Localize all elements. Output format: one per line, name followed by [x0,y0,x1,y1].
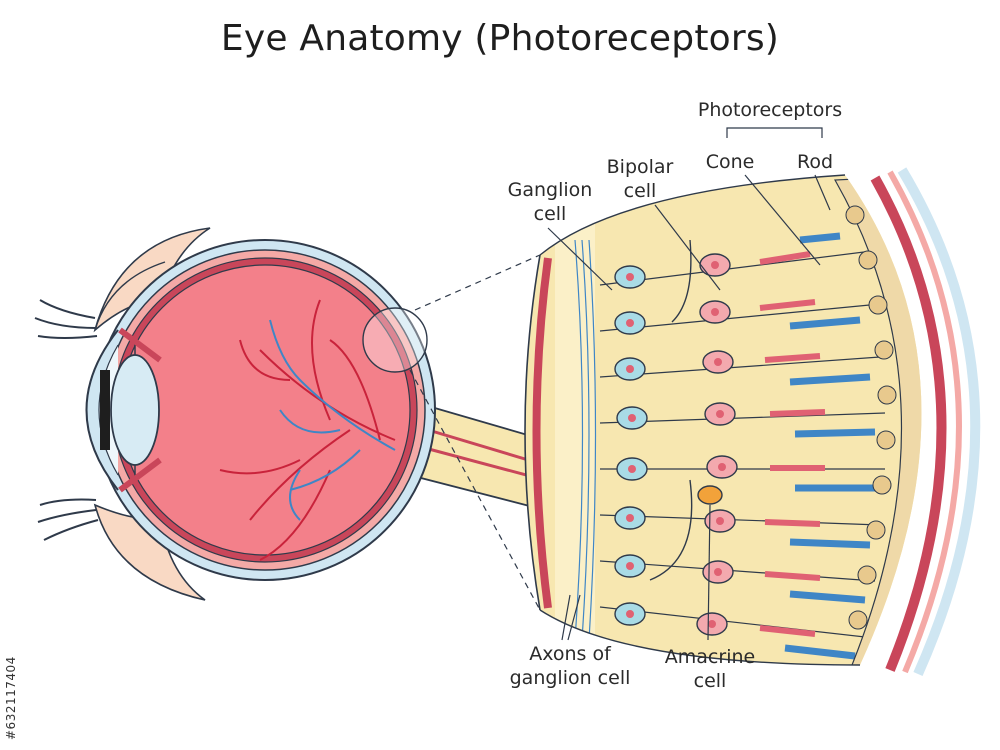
label-ganglion-line1: Ganglion [507,179,593,201]
label-cone: Cone [705,151,755,173]
label-axons-line2: ganglion cell [509,667,631,689]
stock-id-watermark: #632117404 [4,656,18,740]
label-photoreceptors: Photoreceptors [697,99,843,121]
amacrine-cell [697,485,723,505]
label-axons-of-ganglion-cell: Axons of ganglion cell [495,642,645,690]
retinal-blood-vessels [219,299,396,561]
label-bipolar-line1: Bipolar [606,156,674,178]
leader-lines [547,127,831,641]
label-axons-line1: Axons of [529,643,611,665]
label-ganglion-line2: cell [533,203,567,225]
label-ganglion-cell: Ganglion cell [490,178,610,226]
retina-zoom-section [524,167,981,677]
label-amacrine-line2: cell [693,670,727,692]
cornea-and-lens [85,327,162,493]
label-amacrine-cell: Amacrine cell [650,645,770,693]
label-rod: Rod [796,151,834,173]
cell-rows [599,232,886,660]
label-bipolar-line2: cell [623,180,657,202]
diagram-title: Eye Anatomy (Photoreceptors) [220,18,780,59]
label-amacrine-line1: Amacrine [664,646,756,668]
label-bipolar-cell: Bipolar cell [595,155,685,203]
lower-eyelid [37,498,206,601]
magnifier-callout [362,254,541,611]
